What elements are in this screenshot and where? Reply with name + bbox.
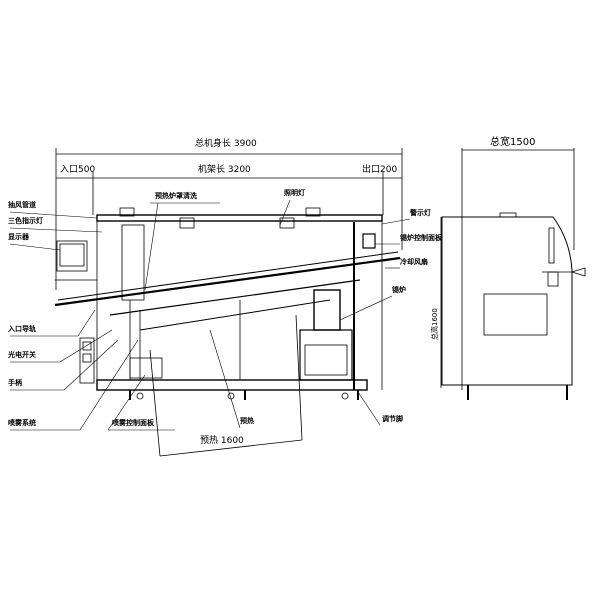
- label-spray-control-panel: 喷雾控制面板: [112, 419, 154, 427]
- label-handle: 手柄: [8, 379, 22, 387]
- label-spray-system: 喷雾系统: [8, 419, 36, 427]
- label-exhaust-duct: 抽风管道: [8, 201, 36, 209]
- frame-length-dimension: 机架长 3200: [198, 165, 251, 175]
- label-lighting: 照明灯: [284, 189, 305, 197]
- label-preheat: 预热: [240, 417, 254, 425]
- label-adjust-foot: 调节脚: [382, 415, 403, 423]
- total-width-dimension: 总宽1500: [490, 137, 536, 148]
- label-solder-control-panel: 锡炉控制面板: [400, 234, 442, 242]
- label-preheat-cover: 预热炉罩清洗: [155, 192, 197, 200]
- label-solder-pot: 锡炉: [392, 286, 406, 294]
- dimension-lines: [55, 148, 575, 457]
- leader-lines: [9, 199, 411, 431]
- preheat-length-dimension: 预热 1600: [200, 436, 244, 446]
- label-photo-switch: 光电开关: [8, 351, 36, 359]
- total-length-dimension: 总机身长 3900: [195, 139, 257, 149]
- machine-front-view: [54, 207, 401, 400]
- inlet-dimension: 入口500: [60, 165, 96, 175]
- label-tower-light: 三色指示灯: [8, 217, 43, 225]
- label-inlet-rail: 入口导轨: [8, 325, 36, 333]
- label-cooling-fan: 冷却风扇: [400, 258, 428, 266]
- outlet-dimension: 出口200: [362, 165, 398, 175]
- label-warning-light: 警示灯: [410, 209, 431, 217]
- label-monitor: 显示器: [8, 233, 29, 241]
- machine-side-view: [441, 212, 586, 400]
- total-height-dimension: 总高1600: [431, 308, 439, 340]
